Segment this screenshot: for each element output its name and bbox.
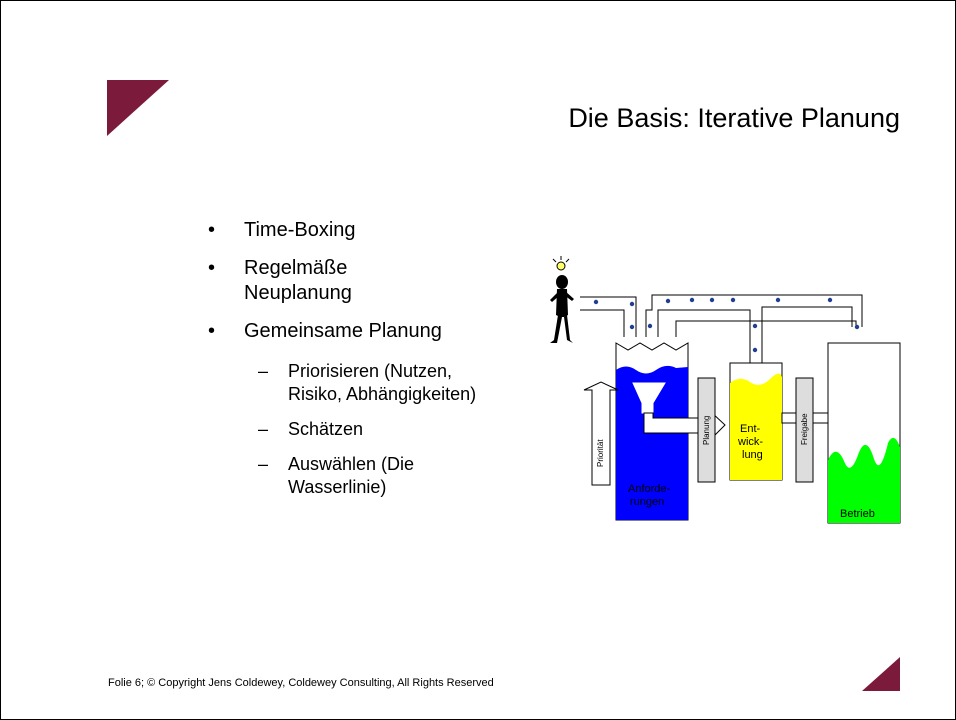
water-drop-icon: [593, 297, 860, 355]
subbullet-auswaehlen: Auswählen (Die Wasserlinie): [200, 453, 488, 499]
iterative-planning-diagram: Anforde- rungen Priorität Planung Ent- w…: [550, 256, 901, 524]
bullet-time-boxing: Time-Boxing: [200, 218, 520, 243]
corner-triangle-top-left-icon: [107, 80, 169, 136]
bullet-gemeinsame-planung: Gemeinsame Planung: [200, 319, 520, 344]
footer-copyright: Folie 6; © Copyright Jens Coldewey, Cold…: [108, 677, 494, 689]
subbullet-priorisieren: Priorisieren (Nutzen, Risiko, Abhängigke…: [200, 360, 498, 406]
betrieb-label: Betrieb: [840, 508, 875, 520]
subbullet-schaetzen: Schätzen: [200, 418, 520, 441]
pipe-network: [580, 294, 863, 363]
idea-bulb-icon: [552, 256, 570, 271]
planung-label: Planung: [702, 416, 711, 445]
anforderungen-label-2: rungen: [630, 496, 664, 508]
freigabe-gate: Freigabe: [795, 377, 814, 483]
entwicklung-label-2: wick-: [737, 436, 763, 448]
prioritaet-label: Priorität: [596, 439, 605, 467]
entwicklung-label-1: Ent-: [740, 423, 761, 435]
prioritaet-arrow: Priorität: [583, 381, 619, 486]
entwicklung-label-3: lung: [742, 449, 763, 461]
bullet-list: Time-Boxing Regelmäße Neuplanung Gemeins…: [200, 218, 520, 511]
anforderungen-label-1: Anforde-: [628, 483, 671, 495]
bullet-neuplanung: Regelmäße Neuplanung: [200, 256, 404, 306]
person-icon: [550, 275, 574, 343]
slide-title: Die Basis: Iterative Planung: [568, 103, 900, 133]
planung-gate: Planung: [697, 377, 716, 483]
freigabe-label: Freigabe: [800, 413, 809, 445]
entwicklung-tank: Ent- wick- lung: [729, 362, 783, 481]
corner-triangle-bottom-right-icon: [862, 657, 900, 691]
betrieb-tank: Betrieb: [827, 342, 901, 524]
